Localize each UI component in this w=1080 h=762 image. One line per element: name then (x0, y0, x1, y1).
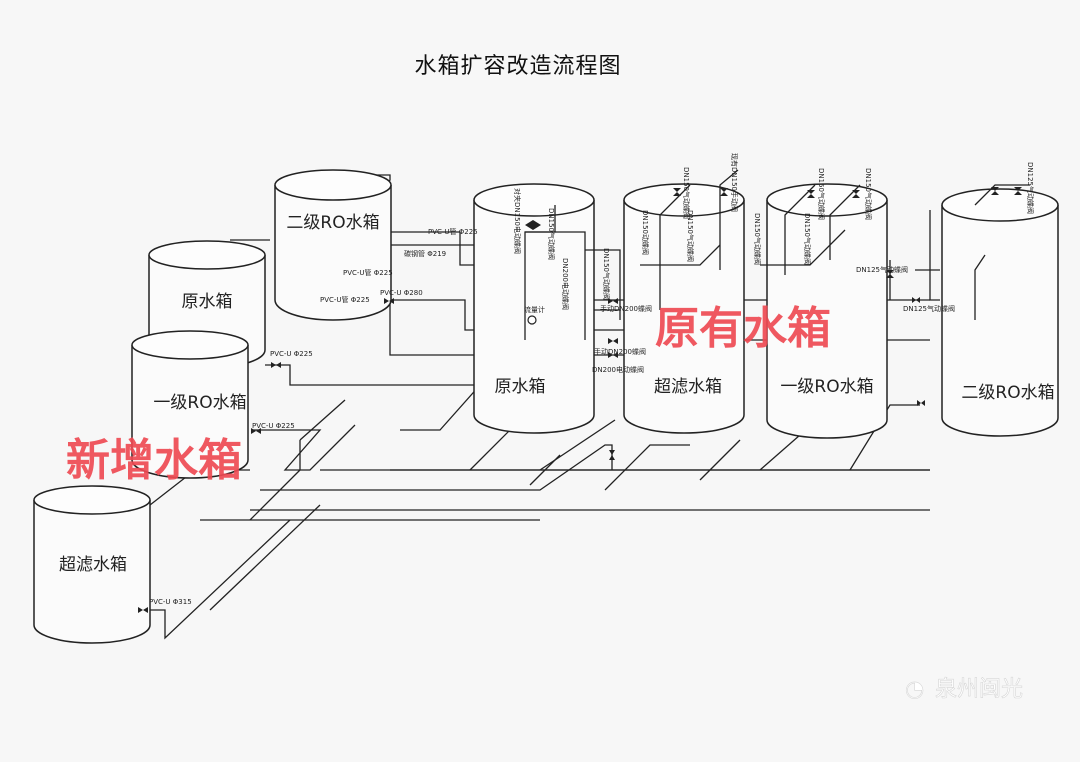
pipe-label: 碳钢管 Φ219 (404, 249, 446, 258)
tank-label: 原水箱 (495, 377, 546, 397)
butterfly-valve-icon (912, 297, 920, 303)
valve-label: DN125气动蝶阀 (903, 304, 955, 313)
butterfly-valve-icon (1014, 187, 1022, 195)
butterfly-valve-icon (271, 362, 281, 368)
tank-new-ro1: 一级RO水箱 (131, 330, 249, 479)
tank-existing-ro2: 二级RO水箱 (941, 188, 1059, 437)
wechat-icon: ◔ (905, 677, 924, 702)
valve-label: DN150气动蝶阀 (753, 213, 762, 265)
existing-tanks-overlay: 原有水箱 (655, 303, 831, 354)
butterfly-valve-icon (138, 607, 148, 613)
existing-tank-piping (524, 169, 1030, 340)
valve-label: 手动DN200蝶阀 (594, 347, 646, 356)
valve-label: DN200电动蝶阀 (561, 258, 570, 310)
valve-label: DN125气动蝶阀 (1026, 162, 1035, 214)
tank-label: 一级RO水箱 (153, 393, 246, 413)
tank-label: 二级RO水箱 (286, 213, 379, 233)
butterfly-valve-icon (852, 190, 860, 198)
valve-label: DN125气动蝶阀 (856, 265, 908, 274)
valve-label: DN150气动蝶阀 (803, 213, 812, 265)
valve-label: DN200电动蝶阀 (592, 365, 644, 374)
pipe-label: PVC-U管 Φ225 (343, 268, 393, 277)
valves (138, 187, 1022, 613)
valve-label: DN150气动蝶阀 (547, 208, 556, 260)
flow-meter-label: 流量计 (524, 305, 545, 314)
tank-label: 超滤水箱 (654, 377, 722, 397)
tank-new-ro2: 二级RO水箱 (274, 169, 392, 321)
pipe-labels: PVC-U管 Φ225 碳钢管 Φ219 PVC-U管 Φ225 PVC-U Φ… (149, 227, 478, 606)
pipe-label: PVC-U管 Φ225 (428, 227, 478, 236)
valve-label: DN150气动蝶阀 (686, 210, 695, 262)
butterfly-valve-icon (525, 220, 541, 230)
tank-existing-uf: 超滤水箱 (623, 183, 745, 434)
tank-label: 一级RO水箱 (780, 377, 873, 397)
butterfly-valve-icon (720, 188, 728, 196)
valve-label: DN150动蝶阀 (641, 210, 650, 255)
valve-labels: 对夹DN150电动蝶阀 DN150气动蝶阀 DN200电动蝶阀 DN150气动蝶… (513, 153, 1035, 374)
butterfly-valve-icon (384, 298, 394, 304)
pipe-label: PVC-U Φ315 (149, 598, 192, 606)
butterfly-valve-icon (608, 298, 618, 304)
flow-meter-icon (527, 315, 537, 325)
pipe-label: PVC-U Φ225 (252, 422, 295, 430)
pipe-label: PVC-U Φ225 (270, 350, 313, 358)
tank-label: 原水箱 (182, 292, 233, 312)
valve-label: DN150气动蝶阀 (864, 168, 873, 220)
butterfly-valve-icon (991, 187, 999, 195)
valve-label: DN150气动蝶阀 (682, 167, 691, 219)
butterfly-valve-icon (917, 400, 925, 406)
valve-label: 手动DN200蝶阀 (600, 304, 652, 313)
pipe-label: PVC-U管 Φ225 (320, 295, 370, 304)
valve-label: 对夹DN150电动蝶阀 (513, 188, 522, 254)
diagram-title: 水箱扩容改造流程图 (414, 54, 621, 79)
tank-new-uf: 超滤水箱 (33, 485, 151, 644)
valve-label: DN150气动蝶阀 (817, 168, 826, 220)
butterfly-valve-icon (251, 428, 261, 434)
butterfly-valve-icon (609, 450, 615, 460)
valve-label: DN150气动蝶阀 (602, 248, 611, 300)
butterfly-valve-icon (886, 270, 894, 278)
butterfly-valve-icon (807, 190, 815, 198)
watermark-text: 泉州闽光 (935, 677, 1023, 702)
tank-label: 超滤水箱 (59, 555, 127, 575)
new-tanks-overlay: 新增水箱 (66, 435, 242, 486)
butterfly-valve-icon (608, 352, 618, 358)
pipe-label: PVC-U Φ280 (380, 289, 423, 297)
tank-label: 二级RO水箱 (961, 383, 1054, 403)
butterfly-valve-icon (673, 188, 681, 196)
watermark: ◔ 泉州闽光 (905, 677, 1024, 703)
butterfly-valve-icon (608, 338, 618, 344)
valve-label: 现有DN150手动阀 (730, 153, 739, 212)
